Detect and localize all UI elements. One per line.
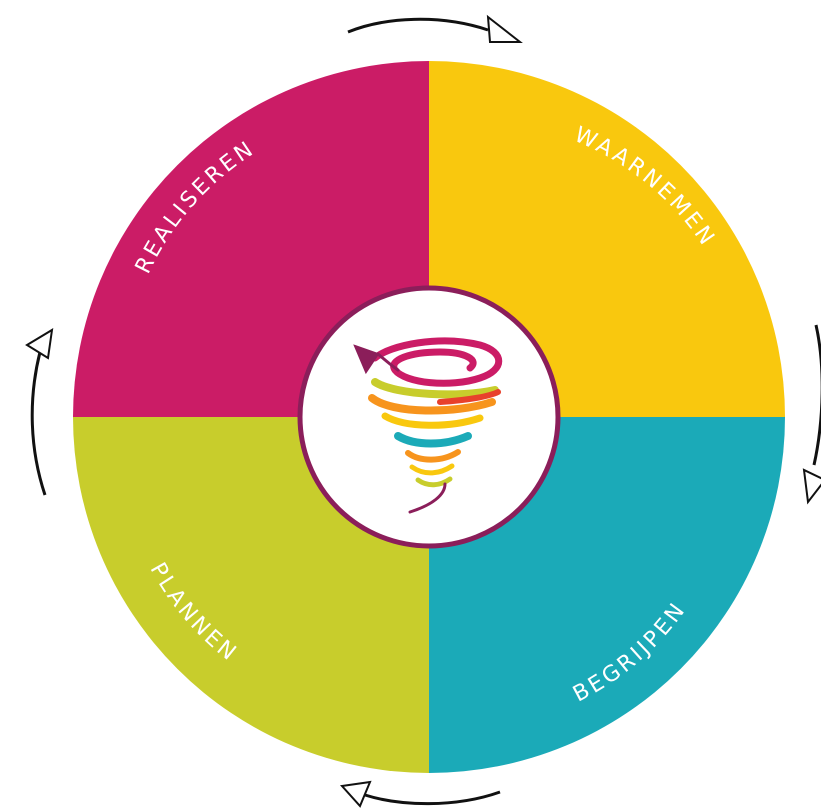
cycle-arrows <box>25 14 821 808</box>
arrow-right <box>812 324 821 466</box>
tornado-icon <box>353 337 503 514</box>
arrow-bottom-head-icon <box>340 780 372 808</box>
arrow-left <box>30 351 47 496</box>
center-circle <box>297 285 561 549</box>
arrow-bottom <box>364 790 501 806</box>
arrow-right-head-icon <box>802 468 821 505</box>
arrow-top <box>347 17 489 34</box>
arrow-top-head-icon <box>486 14 523 43</box>
arrow-left-head-icon <box>25 328 54 360</box>
